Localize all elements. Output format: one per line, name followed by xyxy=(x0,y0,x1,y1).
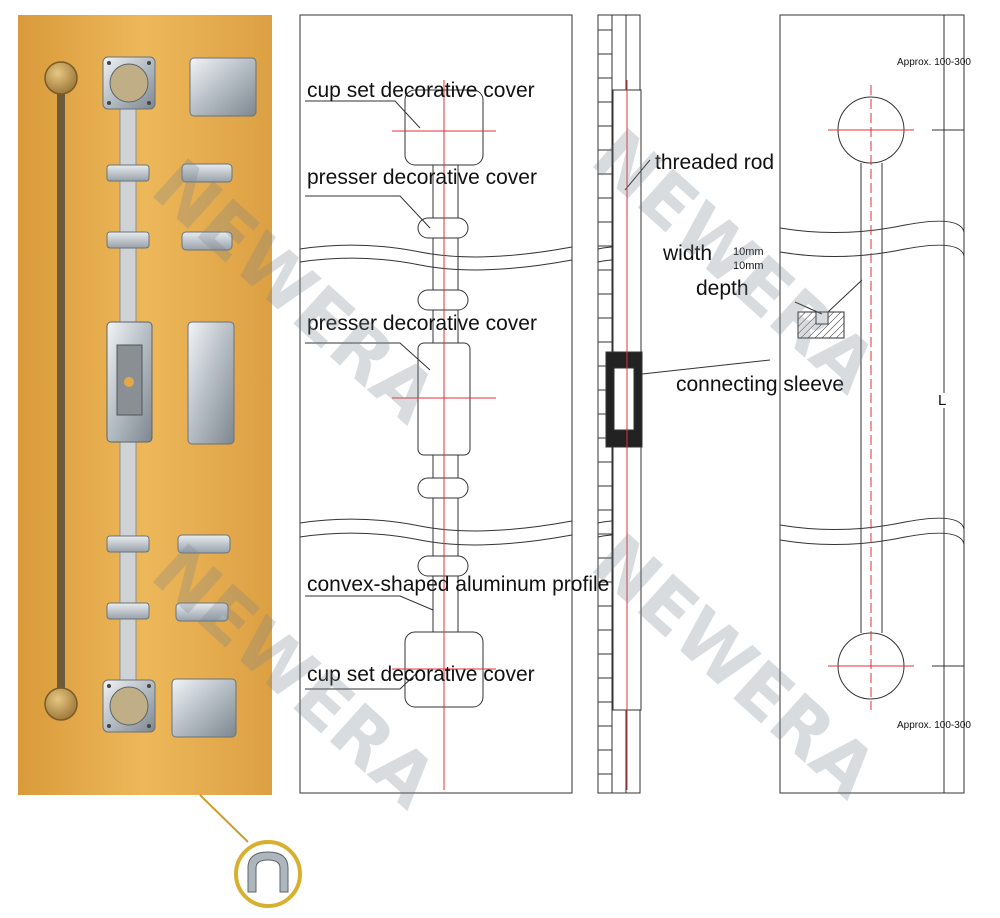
rear-elevation-centerlines xyxy=(828,85,914,710)
label-width: width xyxy=(663,242,713,265)
label-depth-value: 10mm xyxy=(733,260,764,272)
cup-set-bottom xyxy=(102,679,156,733)
label-presser-cover-2: presser decorative cover xyxy=(307,312,537,335)
label-length: L xyxy=(937,392,948,409)
label-aluminum-profile: convex-shaped aluminum profile xyxy=(307,573,610,596)
label-presser-cover-1: presser decorative cover xyxy=(307,166,537,189)
connecting-sleeve-photo xyxy=(106,321,153,443)
label-approx-bottom: Approx. 100-300 xyxy=(897,720,971,731)
long-handle-bar xyxy=(44,61,78,721)
label-approx-top: Approx. 100-300 xyxy=(897,57,971,68)
door-photo xyxy=(18,15,302,908)
label-connecting-sleeve: connecting sleeve xyxy=(676,373,845,396)
label-depth: depth xyxy=(696,277,749,300)
presser-brackets xyxy=(106,164,150,620)
label-cup-set-cover-top: cup set decorative cover xyxy=(307,79,535,102)
label-cup-set-cover-bottom: cup set decorative cover xyxy=(307,663,535,686)
label-threaded-rod: threaded rod xyxy=(655,151,775,174)
front-elevation-centerlines xyxy=(392,80,496,790)
loose-covers xyxy=(171,57,257,738)
cup-set-top xyxy=(102,56,156,110)
label-width-value: 10mm xyxy=(733,246,764,258)
